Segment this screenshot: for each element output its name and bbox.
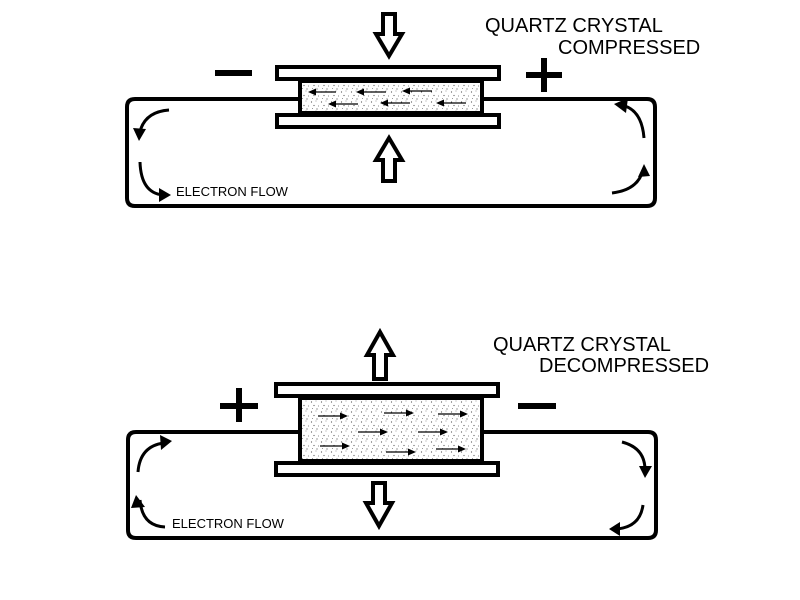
curved-arrow [611,164,650,195]
compressed-force-arrow-up [372,134,406,183]
decompressed-top-plate [274,382,500,398]
decompressed-circuit-wire [126,430,658,540]
decompressed-quartz-crystal [298,396,484,463]
curved-arrow [614,98,646,139]
dipole-arrow [436,445,466,453]
decompressed-positive-sign [220,388,258,422]
decompressed-electron-flow-arrows [131,435,652,536]
dipole-arrow [402,87,432,95]
dipole-arrow [328,100,358,108]
decompressed-title-line2: DECOMPRESSED [539,355,709,377]
dipole-arrow [356,88,386,96]
compressed-circuit-wire [125,97,657,208]
dipole-arrow [438,410,468,418]
curved-arrow [609,504,645,536]
compressed-title-line1: QUARTZ CRYSTAL [485,15,663,37]
curved-arrow [136,435,172,473]
dipole-arrow [320,442,350,450]
curved-arrow [621,440,652,478]
curved-arrow [131,495,166,529]
decompressed-force-arrow-up [363,327,397,381]
dipole-arrow [384,409,414,417]
decompressed-dipole-arrows [318,409,468,456]
dipole-arrow [380,99,410,107]
curved-arrow [133,108,170,141]
compressed-electron-flow-label: ELECTRON FLOW [176,184,289,199]
compressed-force-arrow-down [372,12,406,60]
compressed-diagram: QUARTZ CRYSTAL COMPRESSED [125,12,700,208]
dipole-arrow [308,88,336,96]
compressed-dipole-arrows [308,87,466,108]
decompressed-force-arrow-down [362,481,396,531]
compressed-title-line2: COMPRESSED [558,37,700,59]
decompressed-diagram: QUARTZ CRYSTAL DECOMPRESSED [126,327,709,540]
dipole-arrow [358,428,388,436]
decompressed-title-line1: QUARTZ CRYSTAL [493,334,671,356]
compressed-bottom-plate [275,113,501,129]
decompressed-bottom-plate [274,461,500,477]
decompressed-electron-flow-label: ELECTRON FLOW [172,516,285,531]
compressed-quartz-crystal [298,79,484,115]
dipole-arrow [418,428,448,436]
dipole-arrow [386,448,416,456]
dipole-arrow [318,412,348,420]
compressed-positive-sign [526,58,562,92]
compressed-top-plate [275,65,501,81]
dipole-arrow [436,99,466,107]
compressed-electron-flow-arrows [133,98,650,202]
curved-arrow [138,161,171,202]
